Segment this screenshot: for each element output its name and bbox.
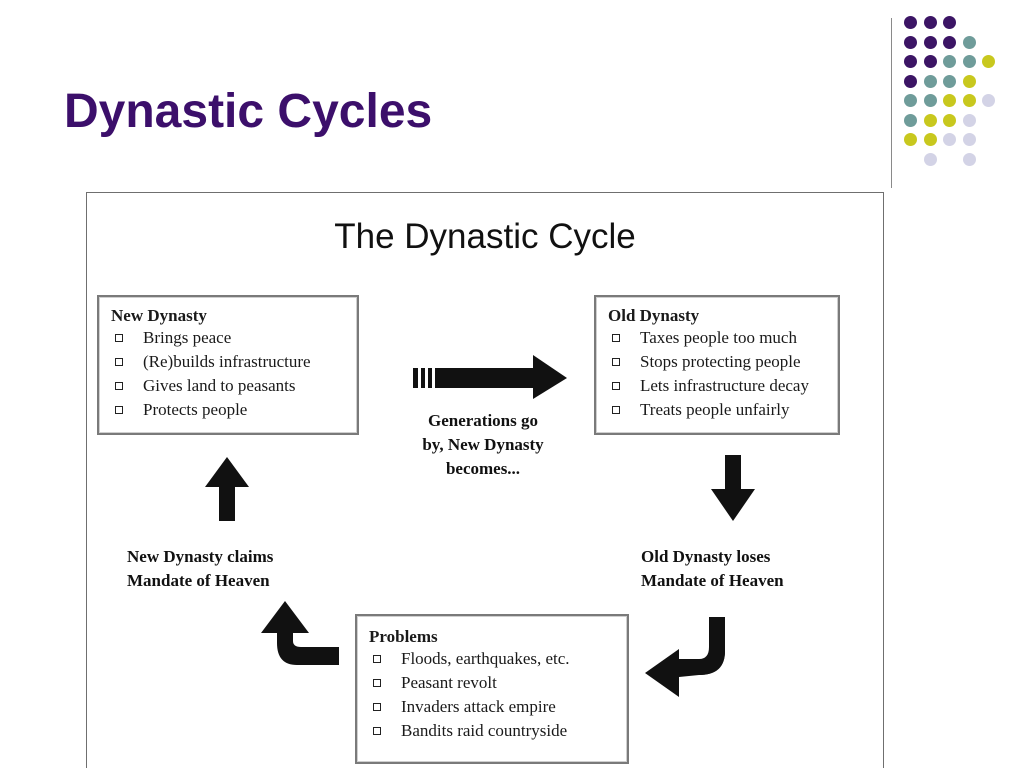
decorative-dot: [904, 113, 917, 127]
decorative-dot: [962, 113, 976, 127]
decorative-dot: [943, 55, 956, 68]
caption-line: Mandate of Heaven: [127, 571, 270, 590]
decorative-dot: [923, 133, 937, 146]
decorative-dot: [943, 35, 956, 49]
new-dynasty-list: Brings peace (Re)builds infrastructure G…: [111, 326, 357, 422]
square-bullet-icon: [612, 358, 620, 366]
square-bullet-icon: [373, 727, 381, 735]
list-item-text: Bandits raid countryside: [401, 721, 568, 740]
claims-mandate-caption: New Dynasty claims Mandate of Heaven: [127, 545, 347, 593]
old-dynasty-list: Taxes people too much Stops protecting p…: [608, 326, 838, 422]
slide-title: Dynastic Cycles: [64, 85, 433, 138]
square-bullet-icon: [115, 382, 123, 390]
problems-title: Problems: [369, 627, 438, 646]
list-item: Peasant revolt: [369, 671, 627, 695]
decorative-dot: [982, 55, 995, 68]
list-item-text: Brings peace: [143, 328, 232, 347]
decorative-dot: [904, 94, 917, 107]
list-item: (Re)builds infrastructure: [111, 350, 357, 374]
list-item: Brings peace: [111, 326, 357, 350]
problems-list: Floods, earthquakes, etc. Peasant revolt…: [369, 647, 627, 743]
decorative-dot: [923, 94, 937, 107]
square-bullet-icon: [115, 406, 123, 414]
decorative-dot: [943, 16, 956, 29]
caption-line: becomes...: [445, 459, 521, 478]
decorative-dot: [904, 35, 917, 49]
new-dynasty-box: New Dynasty Brings peace (Re)builds infr…: [97, 295, 359, 435]
decorative-dot: [923, 16, 937, 29]
decorative-dot: [943, 113, 956, 127]
decorative-dot: [962, 152, 976, 166]
list-item-text: Peasant revolt: [401, 673, 497, 692]
list-item: Invaders attack empire: [369, 695, 627, 719]
caption-line: Old Dynasty loses: [641, 547, 771, 566]
decorative-dot: [904, 55, 917, 68]
list-item: Bandits raid countryside: [369, 719, 627, 743]
square-bullet-icon: [373, 679, 381, 687]
decorative-dot: [962, 55, 976, 68]
decorative-dot: [904, 133, 917, 146]
list-item-text: Invaders attack empire: [401, 697, 556, 716]
decorative-dot: [962, 74, 976, 88]
list-item-text: Stops protecting people: [640, 352, 801, 371]
decorative-dot: [904, 16, 917, 29]
decorative-dot: [923, 152, 937, 166]
caption-line: Generations go: [427, 411, 539, 430]
list-item-text: Protects people: [143, 400, 248, 419]
decorative-dot: [982, 94, 995, 107]
decorative-dot: [943, 74, 956, 88]
generations-caption: Generations go by, New Dynasty becomes..…: [395, 409, 571, 481]
right-arrow-icon: [413, 355, 567, 399]
decorative-dot-grid: [900, 12, 1010, 168]
caption-line: by, New Dynasty: [422, 435, 544, 454]
decorative-dot: [962, 35, 976, 49]
list-item-text: Treats people unfairly: [640, 400, 790, 419]
decorative-dot: [904, 74, 917, 88]
list-item-text: Gives land to peasants: [143, 376, 296, 395]
list-item-text: Taxes people too much: [640, 328, 797, 347]
decorative-dot: [923, 35, 937, 49]
decorative-dot: [962, 94, 976, 107]
dynastic-cycle-diagram: The Dynastic Cycle New Dynasty Brings pe…: [86, 192, 884, 768]
problems-box: Problems Floods, earthquakes, etc. Peasa…: [355, 614, 629, 764]
square-bullet-icon: [612, 334, 620, 342]
title-divider-line: [891, 18, 892, 188]
decorative-dot: [962, 133, 976, 146]
decorative-dot: [943, 133, 956, 146]
down-arrow-icon: [711, 455, 755, 521]
square-bullet-icon: [115, 334, 123, 342]
square-bullet-icon: [612, 406, 620, 414]
old-dynasty-box: Old Dynasty Taxes people too much Stops …: [594, 295, 840, 435]
list-item-text: Floods, earthquakes, etc.: [401, 649, 570, 668]
loses-mandate-caption: Old Dynasty loses Mandate of Heaven: [641, 545, 861, 593]
curved-arrow-left-icon: [645, 617, 725, 697]
up-arrow-icon: [205, 457, 249, 521]
list-item-text: (Re)builds infrastructure: [143, 352, 311, 371]
square-bullet-icon: [373, 655, 381, 663]
caption-line: New Dynasty claims: [127, 547, 274, 566]
square-bullet-icon: [373, 703, 381, 711]
list-item: Taxes people too much: [608, 326, 838, 350]
old-dynasty-title: Old Dynasty: [608, 306, 700, 325]
list-item: Gives land to peasants: [111, 374, 357, 398]
square-bullet-icon: [612, 382, 620, 390]
list-item: Floods, earthquakes, etc.: [369, 647, 627, 671]
list-item-text: Lets infrastructure decay: [640, 376, 809, 395]
list-item: Protects people: [111, 398, 357, 422]
decorative-dot: [923, 113, 937, 127]
decorative-dot: [923, 74, 937, 88]
list-item: Lets infrastructure decay: [608, 374, 838, 398]
new-dynasty-title: New Dynasty: [111, 306, 207, 325]
diagram-heading: The Dynastic Cycle: [334, 217, 636, 256]
decorative-dot: [943, 94, 956, 107]
decorative-dot: [923, 55, 937, 68]
curved-arrow-up-icon: [261, 601, 339, 665]
caption-line: Mandate of Heaven: [641, 571, 784, 590]
list-item: Stops protecting people: [608, 350, 838, 374]
list-item: Treats people unfairly: [608, 398, 838, 422]
square-bullet-icon: [115, 358, 123, 366]
